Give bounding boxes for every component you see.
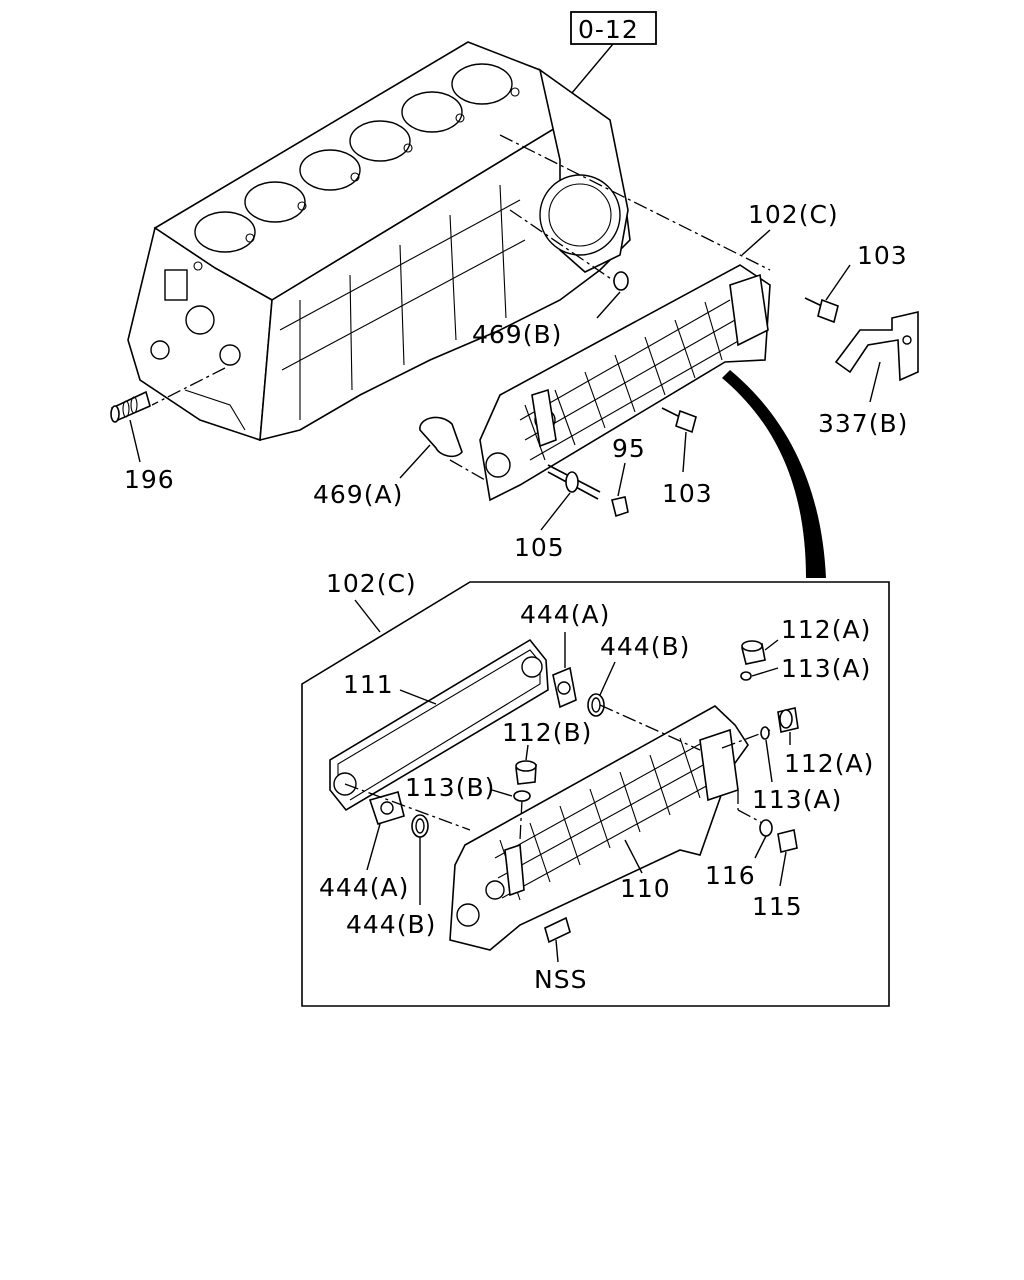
label-444b-bottom[interactable]: 444(B) xyxy=(346,910,436,939)
plug-112a-top xyxy=(741,640,766,665)
bolt-103-mid xyxy=(661,407,697,434)
label-444a-bottom[interactable]: 444(A) xyxy=(319,873,409,902)
label-110[interactable]: 110 xyxy=(620,874,671,903)
plug-112b xyxy=(515,760,537,785)
label-469a[interactable]: 469(A) xyxy=(313,480,403,509)
label-112a-top[interactable]: 112(A) xyxy=(781,615,871,644)
chain-line xyxy=(519,799,523,841)
nut-115 xyxy=(777,829,798,853)
upper-leaders xyxy=(129,229,881,531)
label-112b[interactable]: 112(B) xyxy=(502,718,592,747)
chain-line xyxy=(344,783,471,831)
washer-113b xyxy=(513,790,531,802)
label-444b-top[interactable]: 444(B) xyxy=(600,632,690,661)
label-113b[interactable]: 113(B) xyxy=(405,773,495,802)
stud-105 xyxy=(547,464,601,500)
gasket-469a xyxy=(419,416,463,458)
label-337b[interactable]: 337(B) xyxy=(818,409,908,438)
washer-113a-top xyxy=(740,671,752,681)
oil-cooler-assembly-upper xyxy=(479,264,771,502)
bracket-337b xyxy=(834,310,919,382)
oring-469b xyxy=(613,271,629,291)
label-103-top[interactable]: 103 xyxy=(857,241,908,270)
bolt-103-top xyxy=(804,297,839,324)
cover-plate-111 xyxy=(329,638,549,812)
label-95[interactable]: 95 xyxy=(612,434,646,463)
label-196[interactable]: 196 xyxy=(124,465,175,494)
nut-95 xyxy=(611,496,629,518)
chain-line xyxy=(509,209,621,286)
label-102c-top[interactable]: 102(C) xyxy=(748,200,839,229)
gasket-444a-top xyxy=(552,666,577,709)
label-105[interactable]: 105 xyxy=(514,533,565,562)
label-115[interactable]: 115 xyxy=(752,892,803,921)
chain-line xyxy=(449,459,486,481)
plug-196 xyxy=(110,390,151,423)
label-113a-mid[interactable]: 113(A) xyxy=(752,785,842,814)
washer-113a-mid xyxy=(760,726,770,740)
detail-arrow xyxy=(722,370,826,578)
oil-cooler-body-110 xyxy=(449,705,749,951)
label-103-mid[interactable]: 103 xyxy=(662,479,713,508)
diagram-ref-box[interactable]: 0-12 xyxy=(570,11,657,45)
detail-leaders xyxy=(366,632,791,963)
label-444a-top[interactable]: 444(A) xyxy=(520,600,610,629)
oring-444b-bottom-inner xyxy=(415,818,425,834)
cylinder-block xyxy=(127,41,631,442)
gasket-444a-bottom xyxy=(368,791,405,825)
chain-line xyxy=(151,367,226,406)
chain-line xyxy=(721,729,771,749)
label-111[interactable]: 111 xyxy=(343,670,394,699)
label-102c-box[interactable]: 102(C) xyxy=(326,569,417,598)
label-469b[interactable]: 469(B) xyxy=(472,320,562,349)
chain-line xyxy=(599,704,701,751)
oring-444b-top-inner xyxy=(591,697,601,713)
label-113a-top[interactable]: 113(A) xyxy=(781,654,871,683)
label-112a-mid[interactable]: 112(A) xyxy=(784,749,874,778)
label-nss[interactable]: NSS xyxy=(534,965,587,994)
label-116[interactable]: 116 xyxy=(705,861,756,890)
diagram-ref-label: 0-12 xyxy=(578,15,639,44)
washer-116 xyxy=(759,819,773,837)
plug-112a-mid xyxy=(777,707,799,733)
nss-plate xyxy=(544,916,571,944)
detail-box-leader xyxy=(354,599,381,633)
chain-line xyxy=(499,134,771,271)
labels: 102(C) 103 469(B) 337(B) 196 469(A) 95 1… xyxy=(124,200,908,994)
